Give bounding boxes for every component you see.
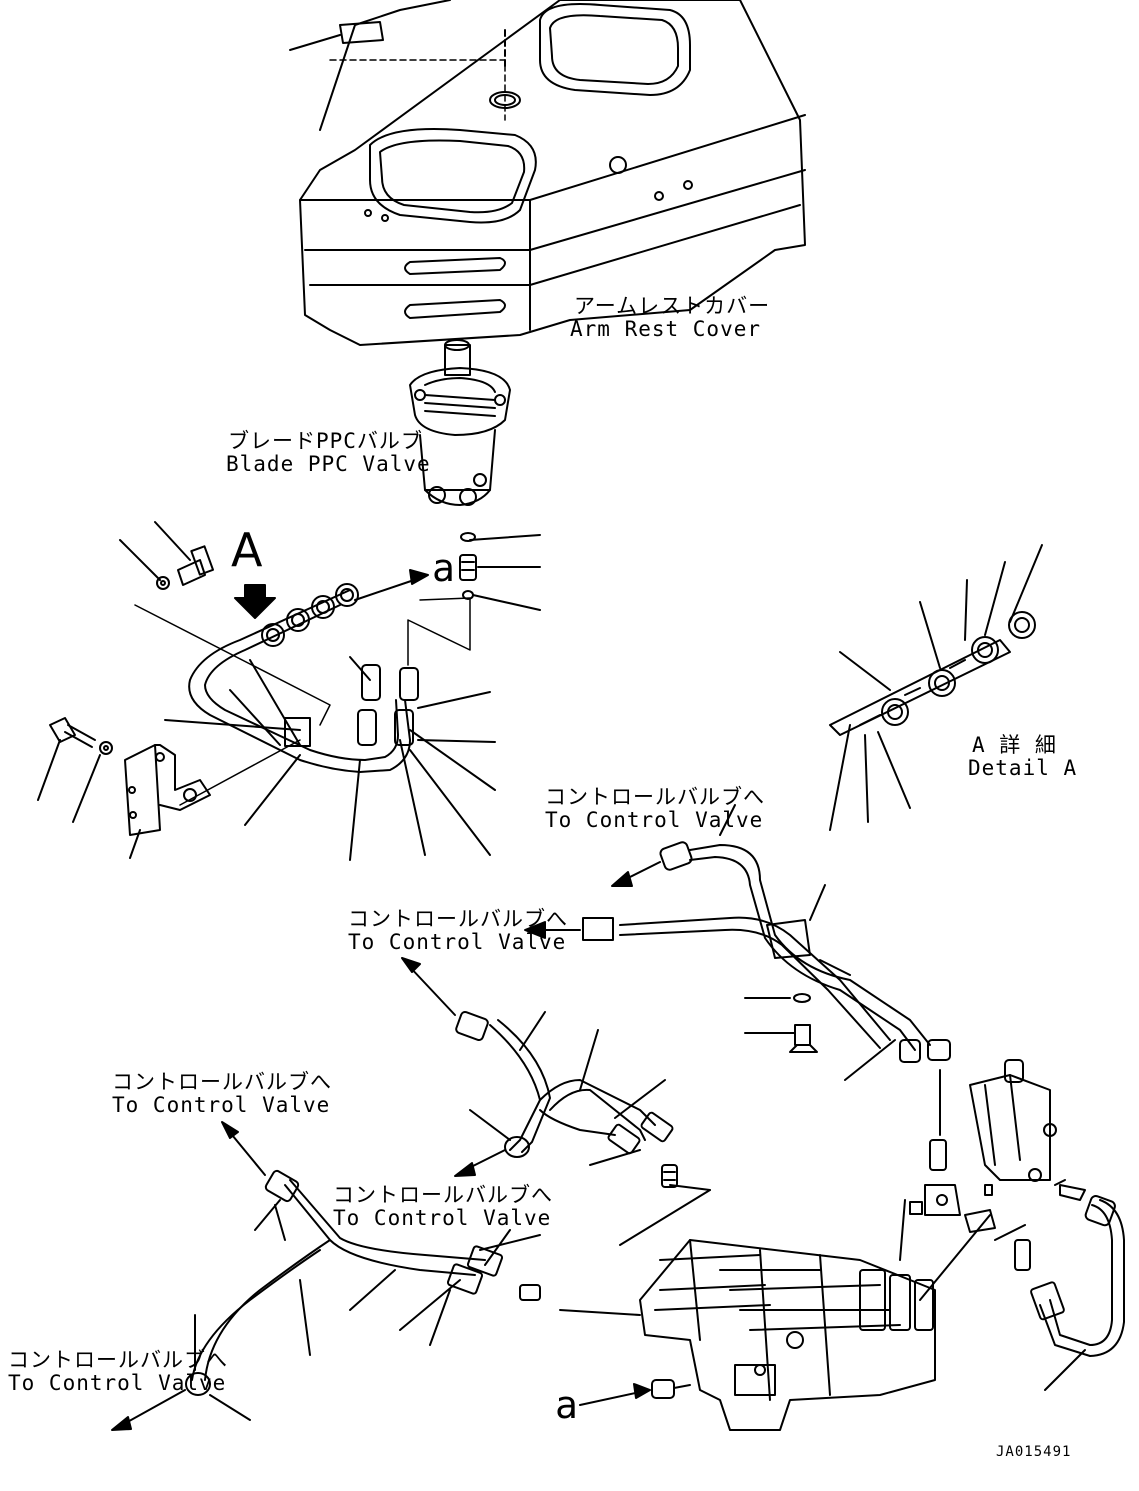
view-marker-a: A (231, 523, 263, 577)
to-control-valve-label-1-en: To Control Valve (545, 808, 764, 832)
bracket-drawing (37, 717, 301, 859)
lower-left-hoses (111, 1121, 541, 1431)
to-control-valve-label-5-en: To Control Valve (8, 1371, 227, 1395)
arm-rest-cover-label-ja: アームレストカバー (574, 294, 771, 318)
blade-ppc-valve-label-ja: ブレードPPCバルブ (228, 429, 423, 453)
middle-hose-group (524, 804, 951, 1136)
to-control-valve-label-4-en: To Control Valve (333, 1206, 552, 1230)
blade-ppc-valve-label-en: Blade PPC Valve (226, 452, 431, 476)
to-control-valve-label-3-en: To Control Valve (112, 1093, 331, 1117)
detail-a-label-en: Detail A (968, 756, 1078, 780)
lower-middle-hoses (401, 957, 674, 1177)
bottom-a-arrow (579, 1379, 691, 1406)
connection-marker-top: a (432, 546, 455, 590)
detail-a-drawing (829, 544, 1043, 831)
fittings-drawing (519, 1059, 1125, 1391)
blade-ppc-valve-drawing (409, 339, 541, 611)
to-control-valve-label-3-ja: コントロールバルブへ (112, 1070, 332, 1094)
drawing-code: JA015491 (996, 1444, 1072, 1460)
to-control-valve-label-2-ja: コントロールバルブへ (348, 907, 568, 931)
to-control-valve-label-4-ja: コントロールバルブへ (333, 1183, 553, 1207)
bolt-washer-upper (119, 521, 215, 590)
to-control-valve-label-5-ja: コントロールバルブへ (8, 1348, 228, 1372)
upper-hose-bundle-drawing (134, 569, 496, 861)
arm-rest-cover-drawing (289, 0, 806, 346)
control-valve-drawing (559, 1189, 991, 1431)
to-control-valve-label-2-en: To Control Valve (348, 930, 567, 954)
connection-marker-bottom: a (555, 1383, 578, 1427)
arm-rest-cover-label-en: Arm Rest Cover (570, 317, 762, 341)
to-control-valve-label-1-ja: コントロールバルブへ (545, 785, 765, 809)
detail-a-label-ja: A 詳 細 (972, 733, 1057, 757)
